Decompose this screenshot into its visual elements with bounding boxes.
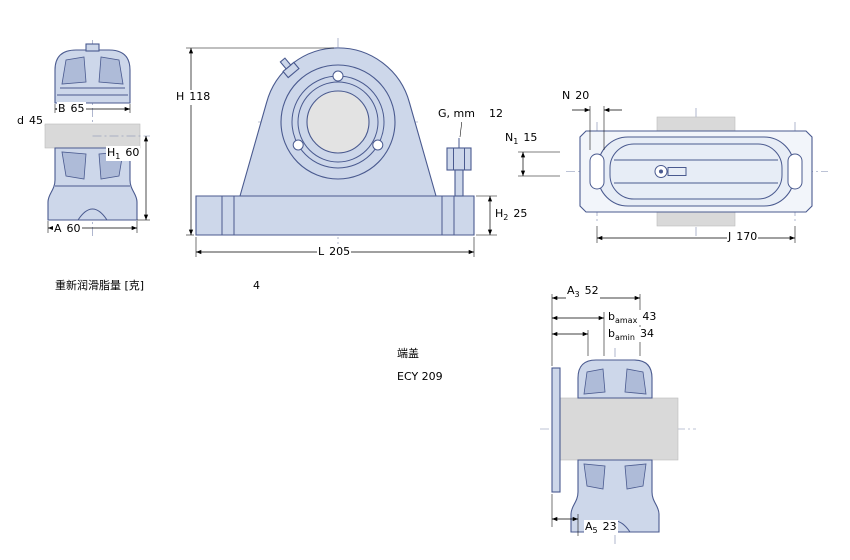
cover-bolt-top xyxy=(332,70,344,82)
dim-bamin-value: 34 xyxy=(639,327,654,340)
dim-N-value: 20 xyxy=(575,89,590,102)
regrease-quantity-label: 重新润滑脂量 [克] xyxy=(55,279,145,292)
bolt-slot-left xyxy=(589,153,605,190)
dim-A-value: 60 xyxy=(66,222,81,235)
dim-A5-value: 23 xyxy=(602,520,617,533)
roller-top-right xyxy=(98,56,124,85)
regrease-quantity-value: 4 xyxy=(253,279,260,292)
anchor-bolt xyxy=(446,138,472,197)
roller-bottom-right xyxy=(624,463,647,490)
end-cover-label: 端盖 xyxy=(397,347,419,360)
roller-bottom-left xyxy=(61,151,87,180)
inner-ring-lines xyxy=(57,87,128,96)
dim-H-value: 118 xyxy=(189,90,211,103)
bolt-slot-right xyxy=(787,153,803,190)
dim-H2-value: 25 xyxy=(513,207,528,220)
dim-B-value: 65 xyxy=(70,102,85,115)
housing-contour-lines xyxy=(614,159,778,184)
end-cover-plate xyxy=(551,367,561,493)
roller-top-right xyxy=(624,368,647,395)
shaft-bore xyxy=(306,90,370,154)
roller-top-left xyxy=(583,368,606,395)
dim-A3-value: 52 xyxy=(584,284,599,297)
dim-bamax-value: 43 xyxy=(642,310,657,323)
end-cover-value: ECY 209 xyxy=(397,370,443,383)
roller-top-left xyxy=(61,56,87,85)
foot-arch xyxy=(77,208,108,221)
dim-G-value: 12 xyxy=(488,107,503,120)
view-top xyxy=(518,106,828,243)
grease-nipple-icon xyxy=(279,57,300,79)
view-end-section xyxy=(540,294,696,546)
cover-bolt-left xyxy=(292,139,304,151)
grease-fitting-body xyxy=(667,167,687,176)
cover-bolt-right xyxy=(372,139,384,151)
housing-top-inner xyxy=(609,143,783,200)
roller-bottom-left xyxy=(583,463,606,490)
dim-d-value: 45 xyxy=(28,114,43,127)
shaft-stub-bottom xyxy=(656,211,736,227)
cap-nub xyxy=(85,43,100,52)
dim-H1-value: 60 xyxy=(125,146,140,159)
view-shaft-section xyxy=(33,40,150,238)
housing-top-outline xyxy=(597,136,795,207)
dim-J-value: 170 xyxy=(736,230,758,243)
shaft xyxy=(559,397,679,461)
dim-L-value: 205 xyxy=(329,245,351,258)
shaft-stub-top xyxy=(656,116,736,132)
dimension-lines-top xyxy=(518,106,796,243)
base-slot-lines xyxy=(221,196,455,235)
seal-ring xyxy=(297,81,379,163)
view-front-elevation xyxy=(186,38,497,257)
dim-N1-value: 15 xyxy=(523,131,538,144)
grease-fitting-dot xyxy=(659,169,663,174)
